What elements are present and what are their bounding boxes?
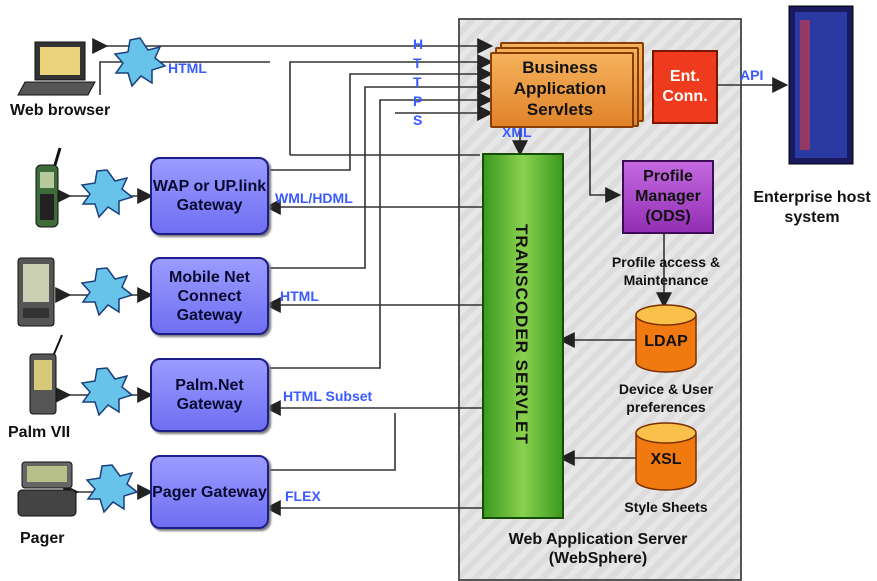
ent-conn-box: Ent. Conn. [652, 50, 718, 124]
html-subset-link-label: HTML Subset [283, 388, 373, 404]
http-letter: P [413, 93, 423, 109]
xsl-caption: Style Sheets [624, 499, 708, 515]
wireless-burst-icon [113, 37, 167, 88]
wireless-burst-icon [80, 169, 134, 219]
xsl-label: XSL [650, 451, 682, 468]
web-browser-label: Web browser [10, 102, 111, 119]
xml-link-label: XML [502, 124, 532, 140]
ldap-database-icon [635, 304, 697, 373]
ldap-label: LDAP [644, 333, 688, 350]
business-servlets-label: Business Application Servlets [513, 57, 607, 119]
wml-link-label: WML/HDML [275, 190, 353, 206]
enterprise-host-label: Enterprise host system [753, 189, 871, 226]
palm-net-gateway: Palm.Net Gateway [150, 358, 269, 432]
pager-icon [17, 461, 77, 517]
pda-icon [17, 257, 55, 327]
wireless-burst-icon [80, 367, 134, 417]
http-letter: H [413, 36, 424, 52]
transcoder-servlet-label: TRANSCODER SERVLET [512, 223, 531, 445]
mobile-phone-icon [35, 147, 62, 228]
wireless-burst-icon [85, 464, 139, 514]
html-browser-link-label: HTML [168, 60, 207, 76]
wireless-burst-icon [80, 267, 134, 317]
profile-manager-box: Profile Manager (ODS) [622, 160, 714, 234]
enterprise-host-icon [788, 5, 854, 165]
api-link-label: API [740, 67, 764, 83]
http-letter: S [413, 112, 423, 128]
wap-gateway: WAP or UP.link Gateway [150, 157, 269, 235]
profile-access-label: Profile access & Maintenance [611, 254, 721, 288]
transcoder-servlet-wrap: TRANSCODER SERVLET [482, 153, 560, 515]
flex-link-label: FLEX [285, 488, 321, 504]
http-letter: T [413, 55, 422, 71]
mobile-net-gateway: Mobile Net Connect Gateway [150, 257, 269, 335]
html-mobile-link-label: HTML [280, 288, 319, 304]
transcoder-servlet-box [482, 153, 564, 519]
server-title: Web Application Server (WebSphere) [508, 531, 688, 567]
laptop-icon [17, 41, 96, 96]
pager-label: Pager [20, 530, 65, 547]
servlet-card-front [490, 52, 634, 128]
http-letter: T [413, 74, 422, 90]
palm-vii-icon [29, 334, 63, 415]
ldap-caption: Device & User preferences [618, 381, 714, 415]
palm-vii-label: Palm VII [8, 424, 71, 441]
xsl-database-icon [635, 422, 697, 491]
pager-gateway: Pager Gateway [150, 455, 269, 529]
